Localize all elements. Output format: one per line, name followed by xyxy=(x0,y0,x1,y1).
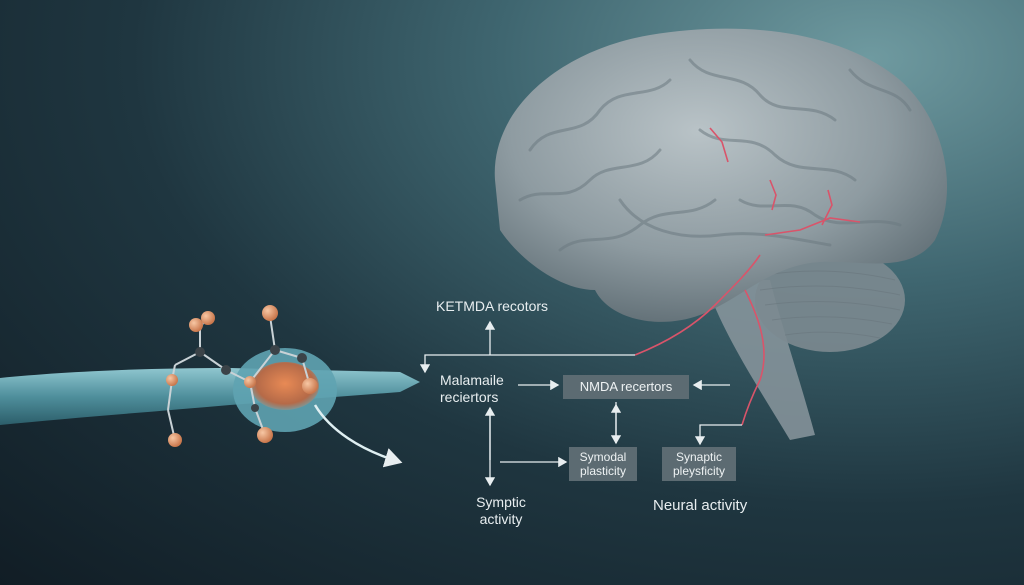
box-synaptic-line1: Synaptic xyxy=(675,450,723,464)
box-nmda-text: NMDA recertors xyxy=(579,379,673,394)
arrow-nerve-to-synaptic xyxy=(694,424,742,446)
brain xyxy=(494,28,948,440)
label-neural-activity: Neural activity xyxy=(653,497,748,514)
cerebellum xyxy=(755,248,905,352)
flow-arrows xyxy=(419,320,742,487)
box-symodal-plasticity: Symodal plasticity xyxy=(569,447,637,481)
dendrite-arrow xyxy=(313,404,403,468)
neuron xyxy=(0,348,420,468)
molecule xyxy=(166,305,318,447)
label-malamaile-reciertors: Malamaile reciertors xyxy=(440,372,520,406)
box-synaptic-line2: pleysficity xyxy=(672,464,725,478)
box-synaptic-pleysficity: Synaptic pleysficity xyxy=(662,447,736,481)
label-symptic-activity: Symptic activity xyxy=(470,494,532,528)
brain-stem xyxy=(705,280,815,440)
label-symptic-line1: Symptic xyxy=(476,494,526,510)
box-symodal-line2: plasticity xyxy=(579,464,626,478)
label-ketmda-recotors: KETMDA recotors xyxy=(436,298,549,314)
label-symptic-line2: activity xyxy=(479,511,523,527)
label-malamaile-line1: Malamaile xyxy=(440,372,504,388)
nucleus xyxy=(251,362,319,410)
label-malamaile-line2: reciertors xyxy=(440,389,499,405)
box-nmda-recertors: NMDA recertors xyxy=(563,375,689,399)
arrow-brain-to-neuron xyxy=(419,354,635,374)
box-symodal-line1: Symodal xyxy=(579,450,627,464)
axon xyxy=(0,368,420,425)
nerve-traces xyxy=(634,127,861,426)
